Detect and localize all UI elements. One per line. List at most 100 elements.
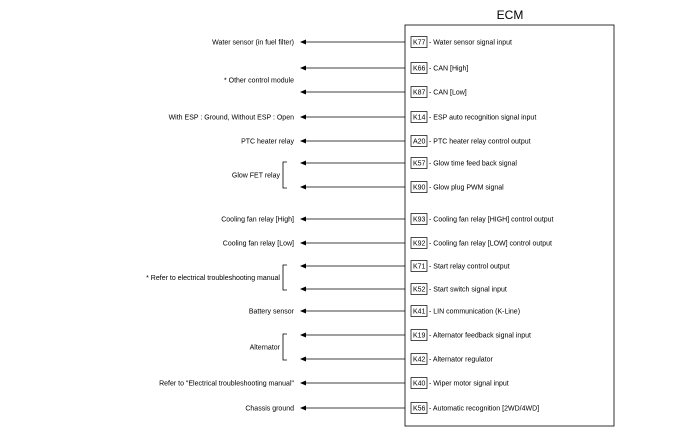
pin-id: K77 [413,40,426,47]
arrow-head-icon [300,160,306,166]
arrow-head-icon [300,216,306,222]
pin-description: - PTC heater relay control output [429,139,531,146]
arrow-head-icon [300,405,306,411]
pin-id: K52 [413,287,426,294]
pin-box [410,36,428,48]
group-bracket [282,333,287,361]
pin-box [410,329,428,341]
pin-description: - Cooling fan relay [HIGH] control outpu… [429,217,554,224]
arrow-head-icon [300,138,306,144]
pin-description: - Automatic recognition [2WD/4WD] [429,406,539,413]
arrow-head-icon [300,332,306,338]
group: * Refer to electrical troubleshooting ma… [146,264,287,291]
arrow-head-icon [300,356,306,362]
arrow-head-icon [300,380,306,386]
pin-box [410,237,428,249]
arrow-head-icon [300,65,306,71]
group: Glow FET relay [232,161,287,189]
pin-id: A20 [413,139,426,146]
target-label: With ESP : Ground, Without ESP : Open [169,115,295,122]
pin-id: K57 [413,161,426,168]
arrow-head-icon [300,240,306,246]
target-label: Battery sensor [249,309,295,316]
pin-id: K90 [413,185,426,192]
pin-row: K42- Alternator regulator [300,353,493,365]
pin-row: K87- CAN [Low] [300,86,467,98]
arrow-head-icon [300,308,306,314]
pin-box [410,402,428,414]
target-label: Water sensor (in fuel filter) [212,40,294,47]
pin-box [410,353,428,365]
target-label: Refer to "Electrical troubleshooting man… [159,381,294,388]
pin-row: K19- Alternator feedback signal input [300,329,531,341]
pin-box [410,86,428,98]
pin-row: K71- Start relay control output [300,260,510,272]
pin-row: K90- Glow plug PWM signal [300,181,504,193]
pin-row: K77- Water sensor signal input Water sens… [212,36,512,48]
group-bracket [282,161,287,189]
target-label: PTC heater relay [241,139,294,146]
pin-row: K92- Cooling fan relay [LOW] control out… [223,237,552,249]
arrow-head-icon [300,286,306,292]
pin-description: - Water sensor signal input [429,40,512,47]
ecm-box [404,24,615,427]
pin-box [410,377,428,389]
arrow-head-icon [300,263,306,269]
target-label: Cooling fan relay [Low] [223,241,294,248]
pin-box [410,305,428,317]
pin-box [410,213,428,225]
target-label: Cooling fan relay [High] [221,217,294,224]
pin-box [410,111,428,123]
group-label: * Refer to electrical troubleshooting ma… [146,275,280,282]
pin-box [410,283,428,295]
group-label: * Other control module [224,78,294,85]
pin-id: K71 [413,264,426,271]
pin-id: K42 [413,357,426,364]
pin-id: K93 [413,217,426,224]
group: Alternator [250,333,287,361]
pin-id: K56 [413,406,426,413]
pin-description: - Alternator feedback signal input [429,333,531,340]
pin-id: K87 [413,90,426,97]
pin-description: - Start relay control output [429,264,510,271]
pin-row: K41- LIN communication (K-Line) Battery s… [249,305,520,317]
group-bracket [282,264,287,291]
pin-row: K93- Cooling fan relay [HIGH] control ou… [221,213,554,225]
target-label: Chassis ground [245,406,294,413]
pin-id: K40 [413,381,426,388]
pin-row: K66- CAN [High] [300,62,468,74]
pin-description: - CAN [Low] [429,90,467,97]
group-label: Alternator [250,345,281,352]
group-label: Glow FET relay [232,173,281,180]
pin-box [410,181,428,193]
pin-row: K52- Start switch signal input [300,283,507,295]
pin-description: - Wiper motor signal input [429,381,509,388]
pin-row: K14- ESP auto recognition signal input Wi… [169,111,536,123]
pin-description: - Glow plug PWM signal [429,185,504,192]
pin-row: A20- PTC heater relay control output PTC … [241,135,531,147]
group: * Other control module [224,78,294,85]
pin-description: - CAN [High] [429,66,468,73]
pin-description: - Start switch signal input [429,287,507,294]
pin-box [410,260,428,272]
pin-id: K19 [413,333,426,340]
pin-description: - ESP auto recognition signal input [429,115,536,122]
pin-description: - LIN communication (K-Line) [429,309,520,316]
pin-id: K92 [413,241,426,248]
pin-description: - Glow time feed back signal [429,161,517,168]
arrow-head-icon [300,184,306,190]
pin-row: K57- Glow time feed back signal [300,157,517,169]
pin-box [410,157,428,169]
pin-box [410,62,428,74]
arrow-head-icon [300,114,306,120]
pin-id: K14 [413,115,426,122]
pin-id: K41 [413,309,426,316]
pin-box [410,135,428,147]
pin-description: - Cooling fan relay [LOW] control output [429,241,552,248]
arrow-head-icon [300,89,306,95]
pin-row: K40- Wiper motor signal input Refer to "E… [159,377,509,389]
pin-id: K66 [413,66,426,73]
arrow-head-icon [300,39,306,45]
pin-description: - Alternator regulator [429,357,493,364]
